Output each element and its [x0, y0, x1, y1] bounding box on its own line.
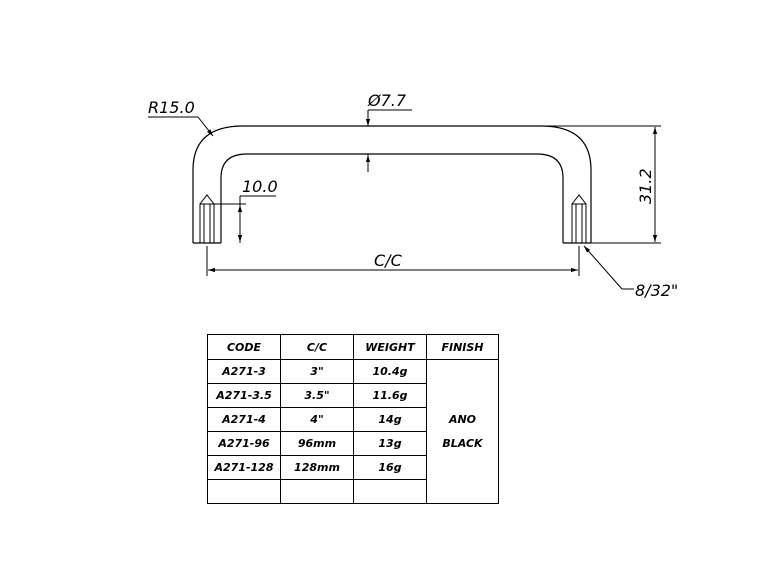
handle-outer-edge — [192, 125, 592, 243]
cell-weight: 16g — [353, 455, 427, 480]
cell-weight — [353, 479, 427, 504]
finish-line-2: BLACK — [442, 436, 483, 450]
table-row: A271-3 3" 10.4g ANO BLACK — [207, 359, 499, 504]
depth-label: 10.0 — [242, 177, 278, 196]
thread-label: 8/32" — [635, 281, 678, 300]
cell-weight: 13g — [353, 431, 427, 456]
depth-dimension: 10.0 — [214, 177, 278, 243]
cell-cc: 96mm — [280, 431, 354, 456]
cell-weight: 11.6g — [353, 383, 427, 408]
cell-code: A271-128 — [207, 455, 281, 480]
table-row: A271-96 96mm 13g — [207, 431, 499, 456]
center-to-center-label: C/C — [374, 251, 403, 270]
height-dimension: 31.2 — [541, 125, 661, 244]
cell-weight: 14g — [353, 407, 427, 432]
diameter-dimension: Ø7.7 — [365, 91, 412, 172]
center-to-center-dimension: C/C — [206, 246, 580, 276]
radius-dimension: R15.0 — [148, 98, 214, 137]
header-finish: FINISH — [426, 334, 499, 360]
diameter-label: Ø7.7 — [367, 91, 407, 110]
cell-cc: 4" — [280, 407, 354, 432]
table-row: A271-128 128mm 16g — [207, 455, 499, 480]
cell-code — [207, 479, 281, 504]
header-cc: C/C — [280, 334, 354, 360]
table-header-row: CODE C/C WEIGHT FINISH — [207, 334, 499, 360]
header-weight: WEIGHT — [353, 334, 427, 360]
radius-label: R15.0 — [148, 98, 195, 117]
height-label: 31.2 — [636, 168, 655, 204]
cell-cc: 3.5" — [280, 383, 354, 408]
left-thread-hole — [199, 194, 215, 244]
right-thread-hole — [571, 194, 587, 244]
cell-code: A271-4 — [207, 407, 281, 432]
thread-dimension: 8/32" — [583, 245, 678, 300]
specification-table: CODE C/C WEIGHT FINISH A271-3 3" 10.4g A… — [207, 334, 499, 504]
finish-line-1: ANO — [448, 412, 477, 426]
cell-cc: 128mm — [280, 455, 354, 480]
cell-code: A271-96 — [207, 431, 281, 456]
cell-cc: 3" — [280, 359, 354, 384]
handle-inner-edge — [220, 153, 564, 243]
cell-code: A271-3.5 — [207, 383, 281, 408]
table-row-empty — [207, 479, 499, 504]
cell-weight: 10.4g — [353, 359, 427, 384]
cell-finish: ANO BLACK — [426, 359, 499, 504]
header-code: CODE — [207, 334, 281, 360]
cell-code: A271-3 — [207, 359, 281, 384]
cell-cc — [280, 479, 354, 504]
